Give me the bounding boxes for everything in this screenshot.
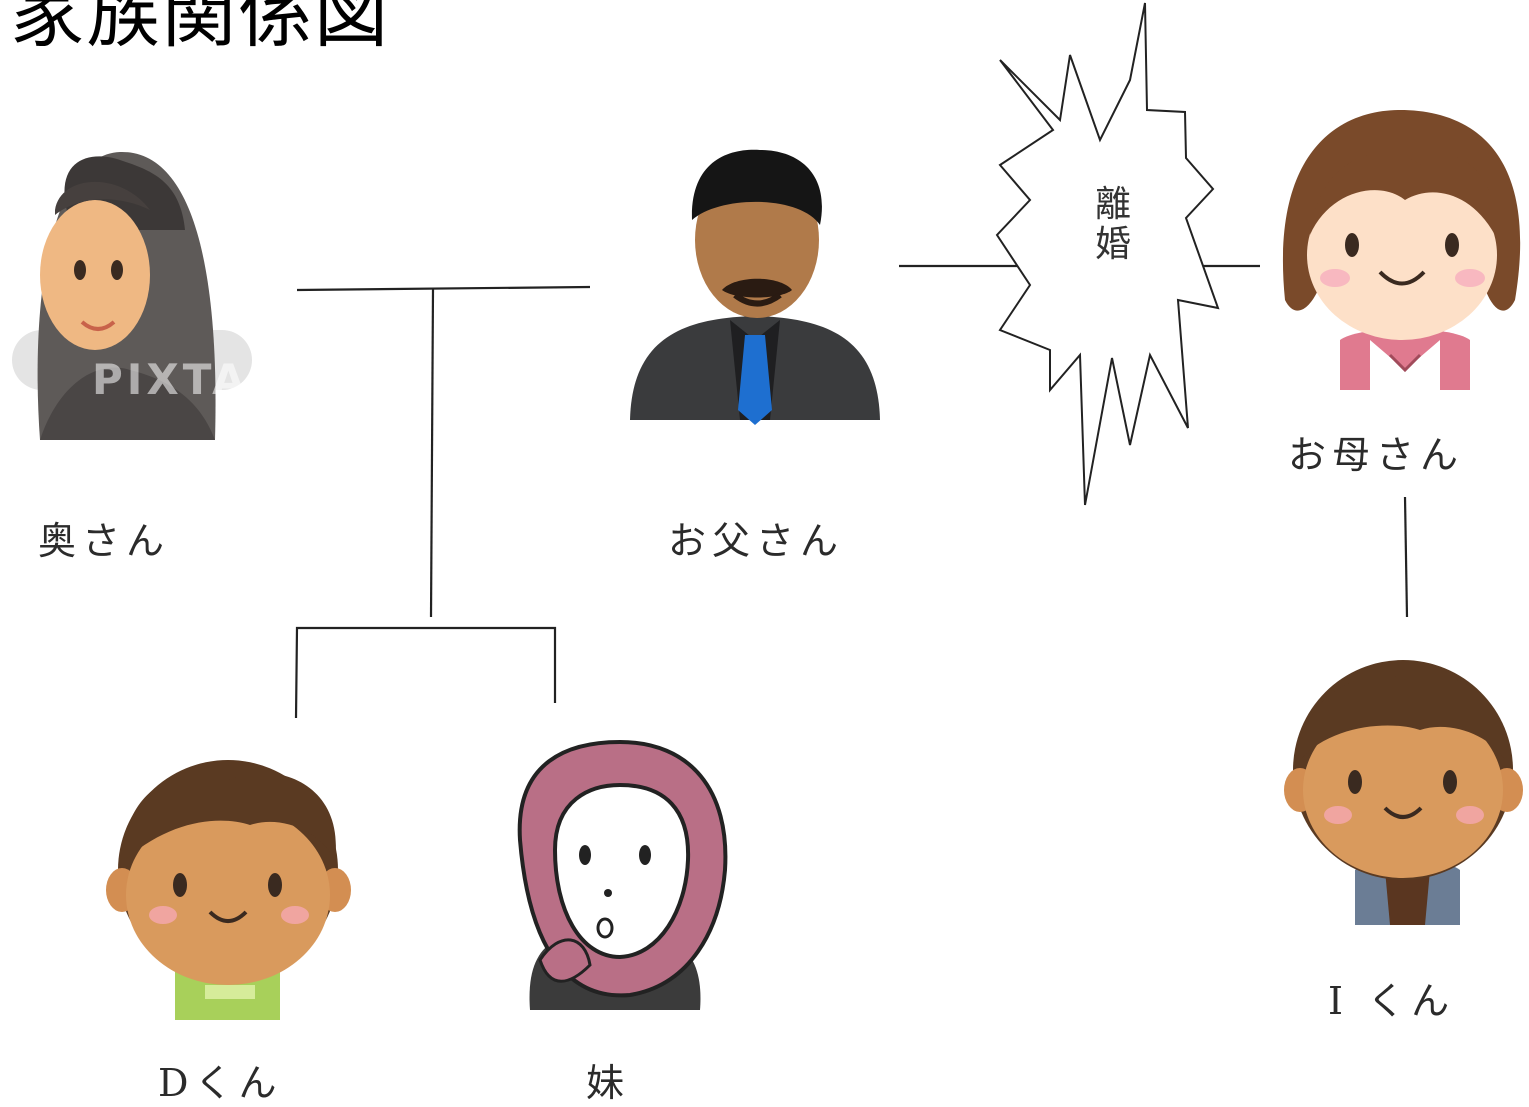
d-kun-avatar [106,760,351,1020]
divorce-burst [995,2,1220,506]
i-kun-avatar [1284,660,1523,925]
marriage-line [296,285,591,292]
mother-label: お母さん [1288,433,1465,477]
divorce-label: 離 婚 [1094,184,1131,265]
children-stem-line [429,288,435,618]
sister-avatar [517,739,728,1010]
father-label: お父さん [668,519,845,563]
wife-label: 奥さん [38,519,171,563]
mother-child-line [1403,496,1409,618]
sister-label: 妹 [586,1061,631,1105]
watermark-text: PIXTA [92,355,249,404]
i-kun-label: I くん [1328,979,1456,1023]
wife-avatar [12,151,252,440]
children-branch-line [294,626,557,719]
mother-avatar [1282,110,1521,390]
diagram-title: 家族関係図 [10,0,390,58]
d-kun-label: Dくん [158,1061,283,1105]
father-avatar [630,149,880,425]
